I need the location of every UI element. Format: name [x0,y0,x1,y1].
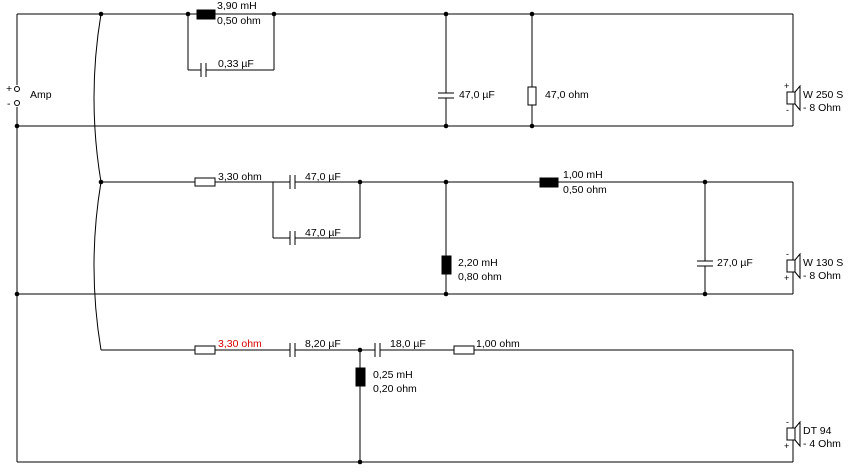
woofer-inductor-dcr: 0,50 ohm [217,15,261,27]
tweeter-series-cap-1-value: 8,20 µF [305,338,341,350]
woofer-driver-minus: - [786,105,789,115]
amp-minus-terminal[interactable] [14,100,20,106]
tweeter-shunt-inductor-value: 0,25 mH [373,369,413,381]
mid-shunt-cap-value: 27,0 µF [717,257,753,269]
tweeter-driver[interactable] [786,420,801,448]
tweeter-driver-impedance: - 4 Ohm [803,438,841,450]
mid-shunt-inductor[interactable] [441,255,452,275]
amp-input: + - Amp [6,14,52,462]
tweeter-driver-plus: + [784,441,789,451]
woofer-driver[interactable] [786,84,801,112]
amp-minus-sign: - [7,98,11,110]
tweeter-series-resistor-2-value: 1,00 ohm [476,338,520,350]
mid-driver-impedance: - 8 Ohm [803,270,841,282]
mid-shunt-capacitor[interactable] [695,258,715,269]
woofer-parallel-capacitor[interactable] [198,61,209,79]
woofer-series-inductor[interactable] [196,9,216,20]
mid-series-cap-bottom-value: 47,0 µF [305,227,341,239]
mid-driver-name: W 130 S [803,257,843,269]
mid-driver-minus: - [786,249,789,259]
mid-series-inductor-dcr: 0,50 ohm [563,184,607,196]
mid-branch: 3,30 ohm 47,0 µF 47,0 µF 1,00 mH 0,50 oh… [14,169,843,297]
tweeter-series-resistor[interactable] [194,345,216,355]
tweeter-shunt-inductor[interactable] [355,367,366,387]
mid-series-cap-top-value: 47,0 µF [305,171,341,183]
mid-series-resistor[interactable] [194,177,216,187]
mid-shunt-inductor-value: 2,20 mH [458,257,498,269]
woofer-driver-impedance: - 8 Ohm [803,102,841,114]
tweeter-branch: 3,30 ohm 8,20 µF 0,25 mH 0,20 ohm 18,0 µ… [17,338,841,465]
woofer-inductor-value: 3,90 mH [217,0,257,12]
woofer-shunt-capacitor[interactable] [436,90,456,101]
woofer-shunt-cap-value: 47,0 µF [459,89,495,101]
mid-shunt-inductor-dcr: 0,80 ohm [458,271,502,283]
mid-series-resistor-value: 3,30 ohm [218,171,262,183]
woofer-branch: 3,90 mH 0,50 ohm 0,33 µF 47,0 µF 47,0 oh… [14,0,843,129]
tweeter-series-resistor-2[interactable] [453,345,475,355]
mid-series-inductor[interactable] [539,177,559,188]
woofer-shunt-resistor[interactable] [527,86,537,106]
mid-driver-plus: + [784,273,789,283]
woofer-parallel-cap-value: 0,33 µF [218,58,254,70]
mid-driver[interactable] [786,252,801,280]
amp-plus-sign: + [6,83,12,95]
tweeter-series-resistor-value: 3,30 ohm [218,338,262,350]
woofer-driver-plus: + [784,81,789,91]
woofer-driver-name: W 250 S [803,89,843,101]
tweeter-shunt-inductor-dcr: 0,20 ohm [373,383,417,395]
tweeter-driver-minus: - [786,417,789,427]
tweeter-series-cap-2-value: 18,0 µF [390,338,426,350]
tweeter-driver-name: DT 94 [803,425,832,437]
amp-plus-terminal[interactable] [14,86,20,92]
woofer-shunt-resistor-value: 47,0 ohm [545,89,589,101]
mid-series-inductor-value: 1,00 mH [563,169,603,181]
amp-label: Amp [30,89,52,101]
